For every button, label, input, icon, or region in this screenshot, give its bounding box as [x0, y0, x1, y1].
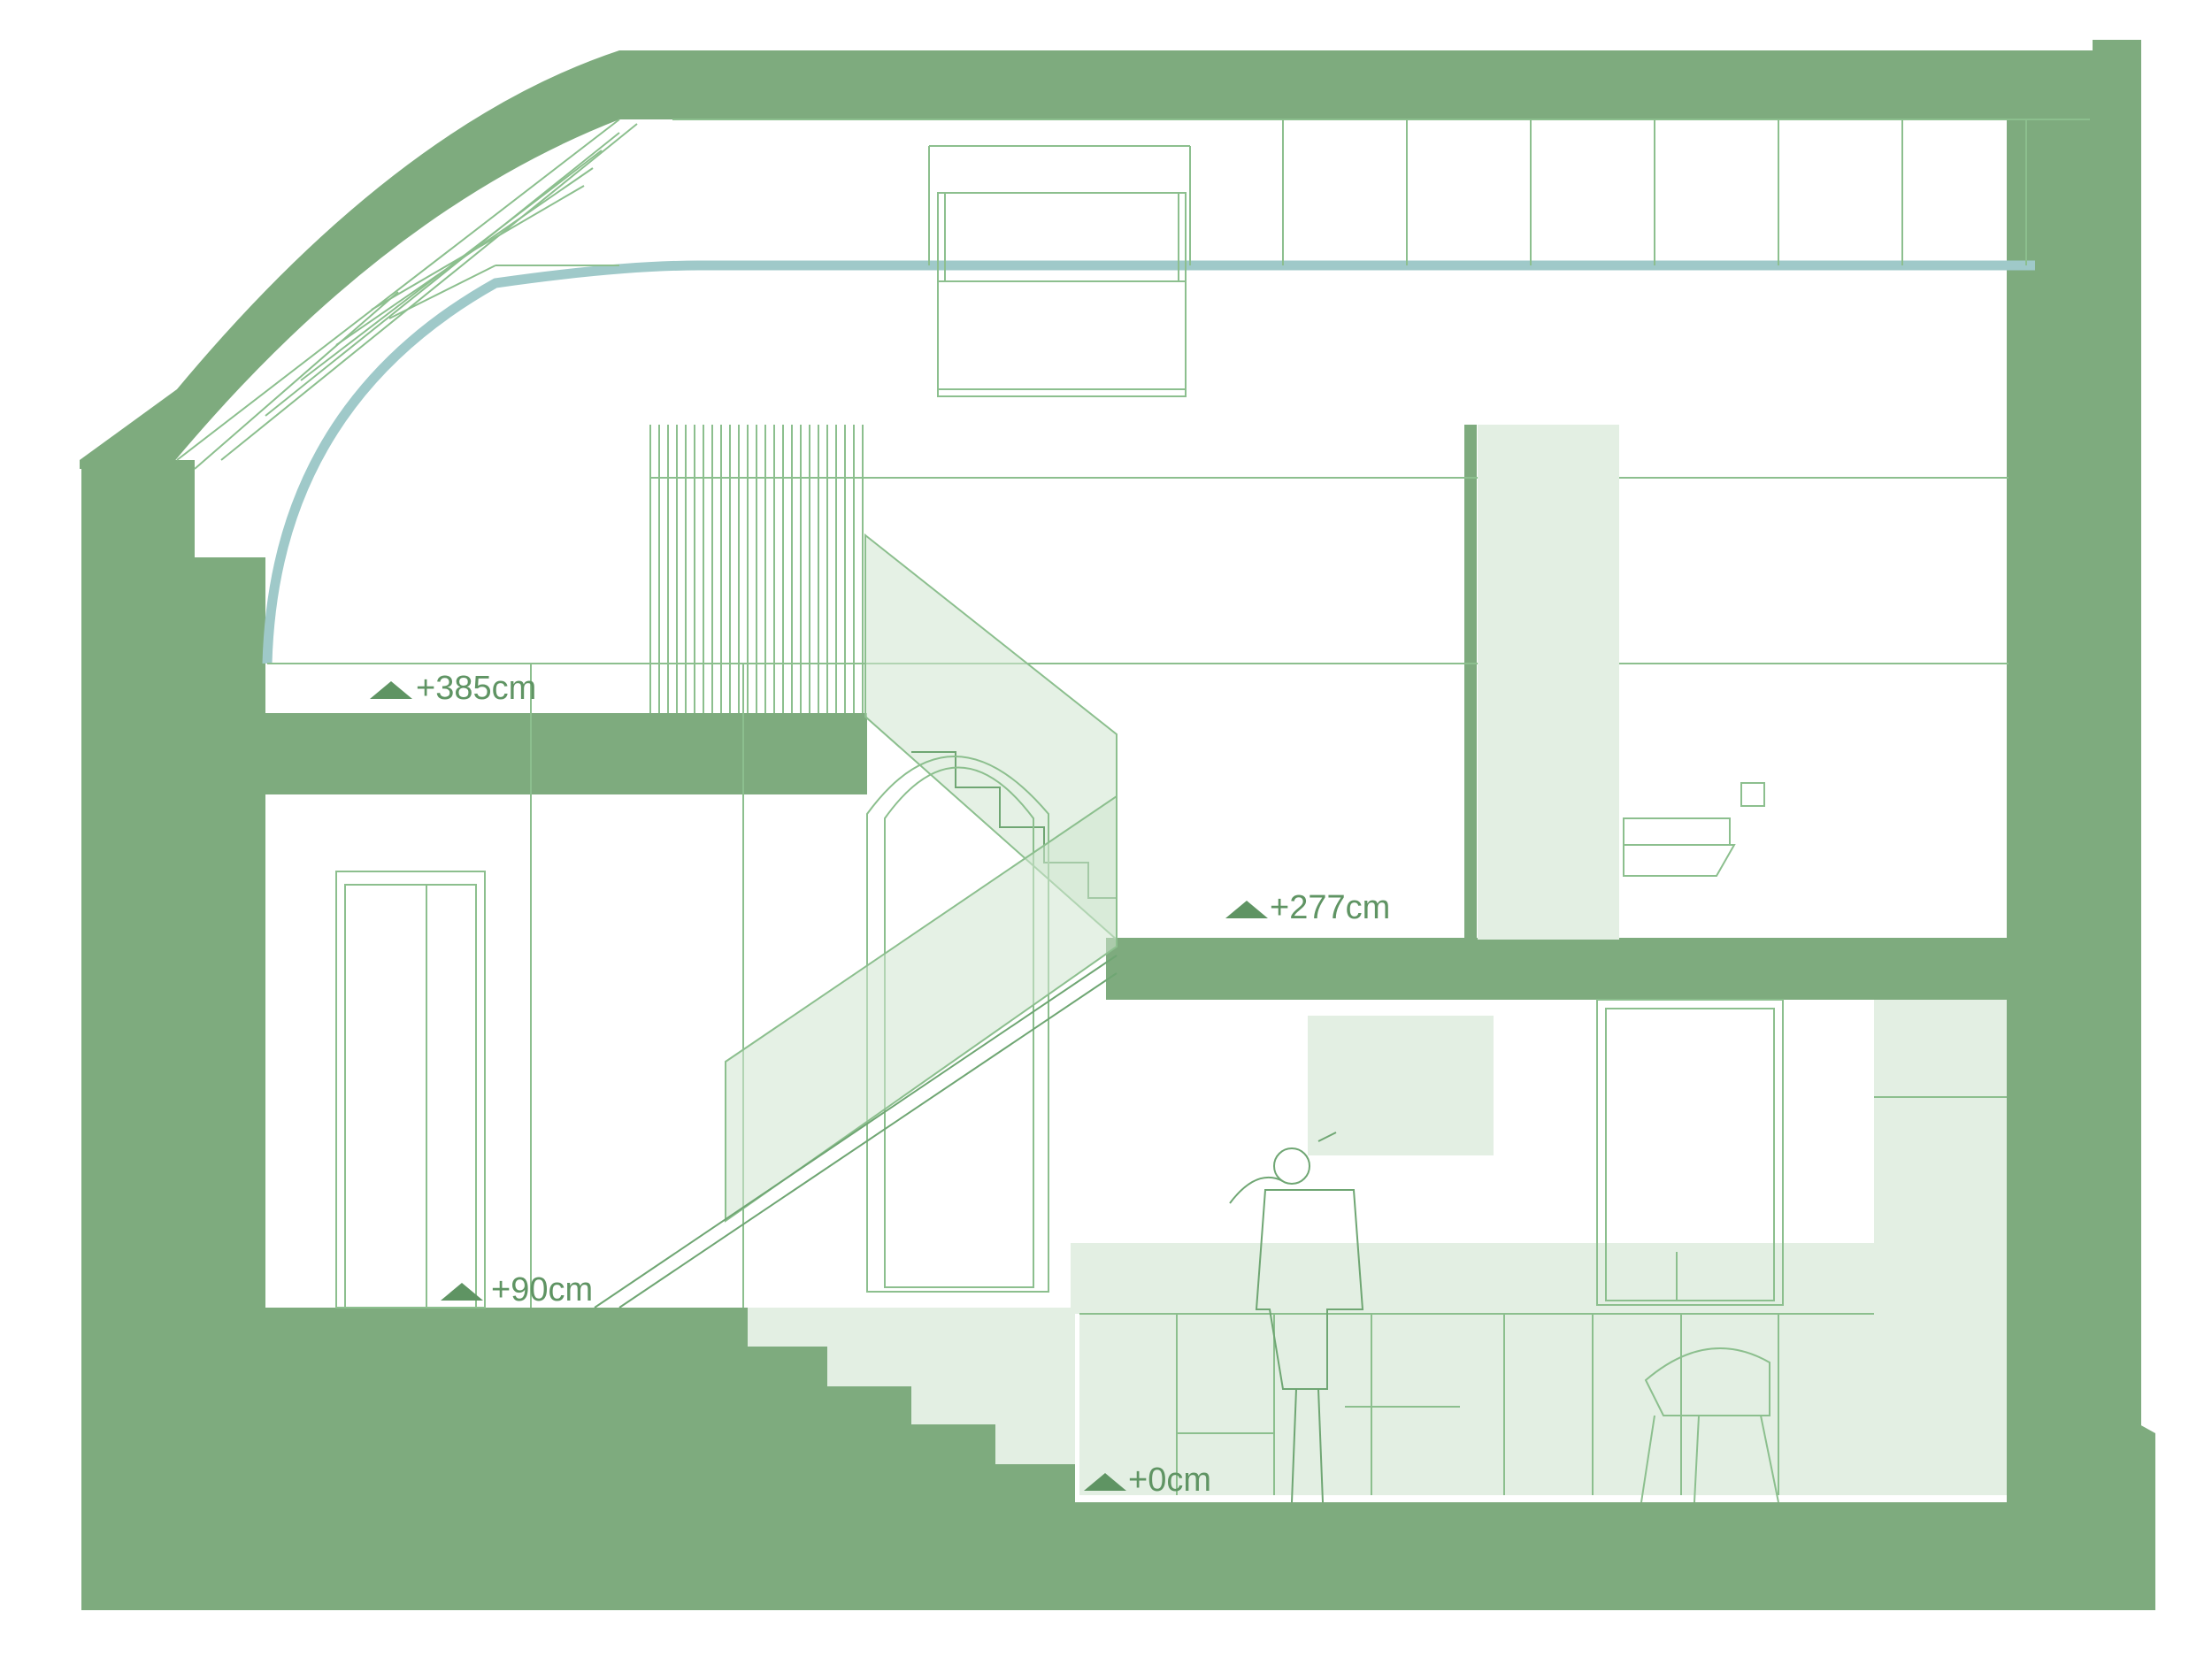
chair-icon [1640, 1347, 1779, 1503]
person-icon [1229, 1132, 1364, 1503]
triangle-icon [370, 681, 412, 699]
level-277: +277cm [1225, 889, 1390, 926]
column [1464, 425, 1477, 940]
tall-cabinet [1874, 1000, 2007, 1495]
right-wall-base [2124, 1416, 2155, 1610]
roof [80, 40, 2141, 469]
level-label-385: +385cm [416, 670, 536, 707]
level-label-0: +0cm [1128, 1462, 1211, 1499]
base-cabinets [1079, 1314, 1874, 1495]
left-door [335, 871, 486, 1308]
slab-385 [265, 713, 867, 794]
slab-277 [1106, 938, 2017, 1000]
guide-lines [267, 477, 2008, 1308]
level-90: +90cm [441, 1271, 593, 1308]
walls [80, 40, 2155, 1610]
level-385: +385cm [370, 670, 536, 707]
ceiling-curve [262, 260, 2035, 664]
level-label-90: +90cm [491, 1271, 593, 1308]
triangle-icon [1084, 1473, 1126, 1491]
slat-partition [649, 425, 864, 713]
bath-fixtures [1623, 782, 1765, 877]
lower-stair-glass [725, 794, 1118, 1223]
base-treads [748, 1308, 1075, 1464]
backsplash [1071, 1243, 1874, 1314]
stair-stringer [594, 955, 1118, 1308]
triangle-icon [1225, 901, 1268, 918]
roof-structure [176, 119, 2090, 470]
bath-panel [1478, 425, 1619, 940]
range-hood [1308, 1016, 1494, 1155]
triangle-icon [441, 1283, 483, 1301]
arched-door [866, 756, 1049, 1293]
right-wall [2007, 265, 2141, 1610]
level-label-277: +277cm [1270, 889, 1390, 926]
level-0: +0cm [1084, 1462, 1211, 1499]
ground-mass [81, 1308, 2035, 1610]
kitchen [1071, 999, 2007, 1495]
skylight [937, 192, 1187, 397]
